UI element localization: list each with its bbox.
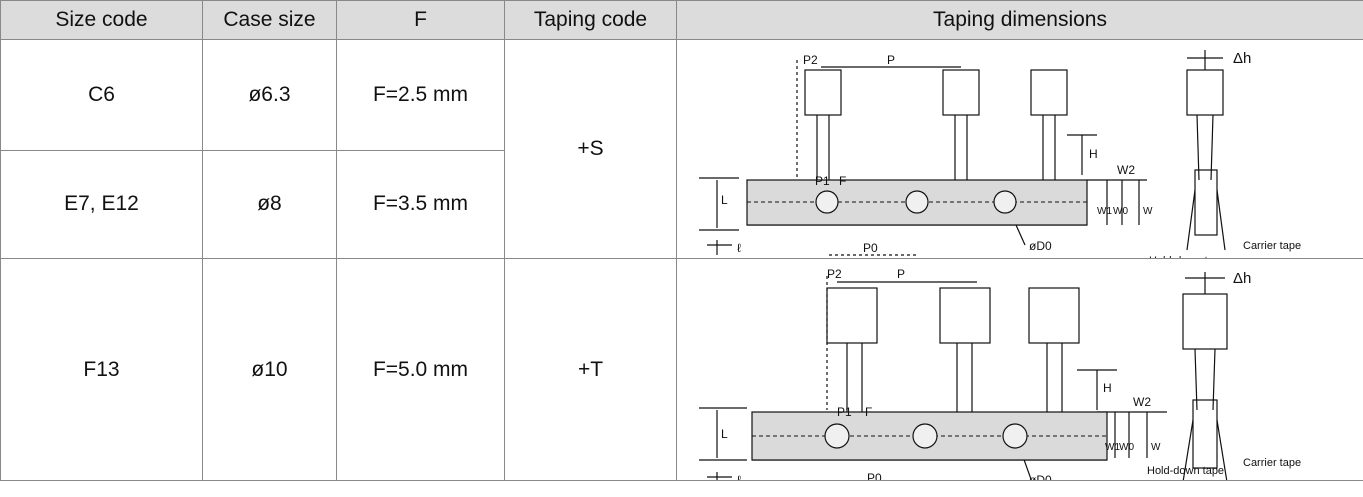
taping-diagram-t-cell: P2 P P1 F P0 H L ℓ W2 W1 W0 W øD0 t Δh C… <box>676 258 1363 481</box>
label-w0: W0 <box>1119 442 1134 453</box>
f-cell: F=2.5 mm <box>336 39 505 151</box>
size-code-cell: F13 <box>0 258 203 481</box>
table-row: C6 ø6.3 F=2.5 mm +S <box>0 39 1363 259</box>
size-code-cell: E7, E12 <box>0 149 203 259</box>
case-size-cell: ø6.3 <box>202 39 337 151</box>
table-row: F13 ø10 F=5.0 mm +T <box>0 258 1363 481</box>
header-size-code: Size code <box>0 0 203 40</box>
label-p0: P0 <box>867 471 882 480</box>
label-hold-down-tape: Hold-down tape <box>1147 465 1224 477</box>
size-code-cell: C6 <box>0 39 203 151</box>
label-w1: W1 <box>1105 442 1120 453</box>
label-w1: W1 <box>1097 206 1112 217</box>
label-d0: øD0 <box>1029 473 1052 480</box>
taping-diagram-t: P2 P P1 F P0 H L ℓ W2 W1 W0 W øD0 t Δh C… <box>699 267 1301 480</box>
label-w: W <box>1143 206 1153 217</box>
header-taping-dimensions: Taping dimensions <box>676 0 1363 40</box>
label-p1: P1 <box>815 174 830 188</box>
label-dh: Δh <box>1233 50 1251 67</box>
case-size-cell: ø8 <box>202 149 337 259</box>
label-dh: Δh <box>1233 270 1251 287</box>
label-h: H <box>1089 147 1098 161</box>
taping-code-cell: +S <box>504 39 677 259</box>
label-p: P <box>887 53 895 67</box>
label-ell: ℓ <box>737 241 741 255</box>
header-taping-code: Taping code <box>504 0 677 40</box>
label-p0: P0 <box>863 241 878 255</box>
taping-code-cell: +T <box>504 258 677 481</box>
f-cell: F=5.0 mm <box>336 258 505 481</box>
label-h: H <box>1103 381 1112 395</box>
label-carrier-tape: Carrier tape <box>1243 240 1301 252</box>
label-l: L <box>721 193 728 207</box>
case-size-cell: ø10 <box>202 258 337 481</box>
label-ell: ℓ <box>737 473 741 480</box>
label-carrier-tape: Carrier tape <box>1243 457 1301 469</box>
header-row: Size code Case size F Taping code Taping… <box>0 0 1363 40</box>
label-p2: P2 <box>803 53 818 67</box>
label-l: L <box>721 427 728 441</box>
label-p2: P2 <box>827 267 842 281</box>
label-p: P <box>897 267 905 281</box>
header-case-size: Case size <box>202 0 337 40</box>
label-w: W <box>1151 442 1161 453</box>
label-w0: W0 <box>1113 206 1128 217</box>
label-f: F <box>839 174 846 188</box>
taping-diagram-s-cell: P2 P P1 F P0 H L ℓ W2 W1 W0 W øD0 t Δh C… <box>676 39 1363 259</box>
header-f: F <box>336 0 505 40</box>
taping-diagram-s: P2 P P1 F P0 H L ℓ W2 W1 W0 W øD0 t Δh C… <box>699 50 1301 258</box>
label-w2: W2 <box>1117 163 1135 177</box>
label-hold-down-tape: Hold-down tape <box>1149 255 1226 258</box>
label-p1: P1 <box>837 405 852 419</box>
label-d0: øD0 <box>1029 239 1052 253</box>
taping-spec-table: Size code Case size F Taping code Taping… <box>0 0 1363 481</box>
label-w2: W2 <box>1133 395 1151 409</box>
f-cell: F=3.5 mm <box>336 149 505 259</box>
label-f: F <box>865 405 872 419</box>
